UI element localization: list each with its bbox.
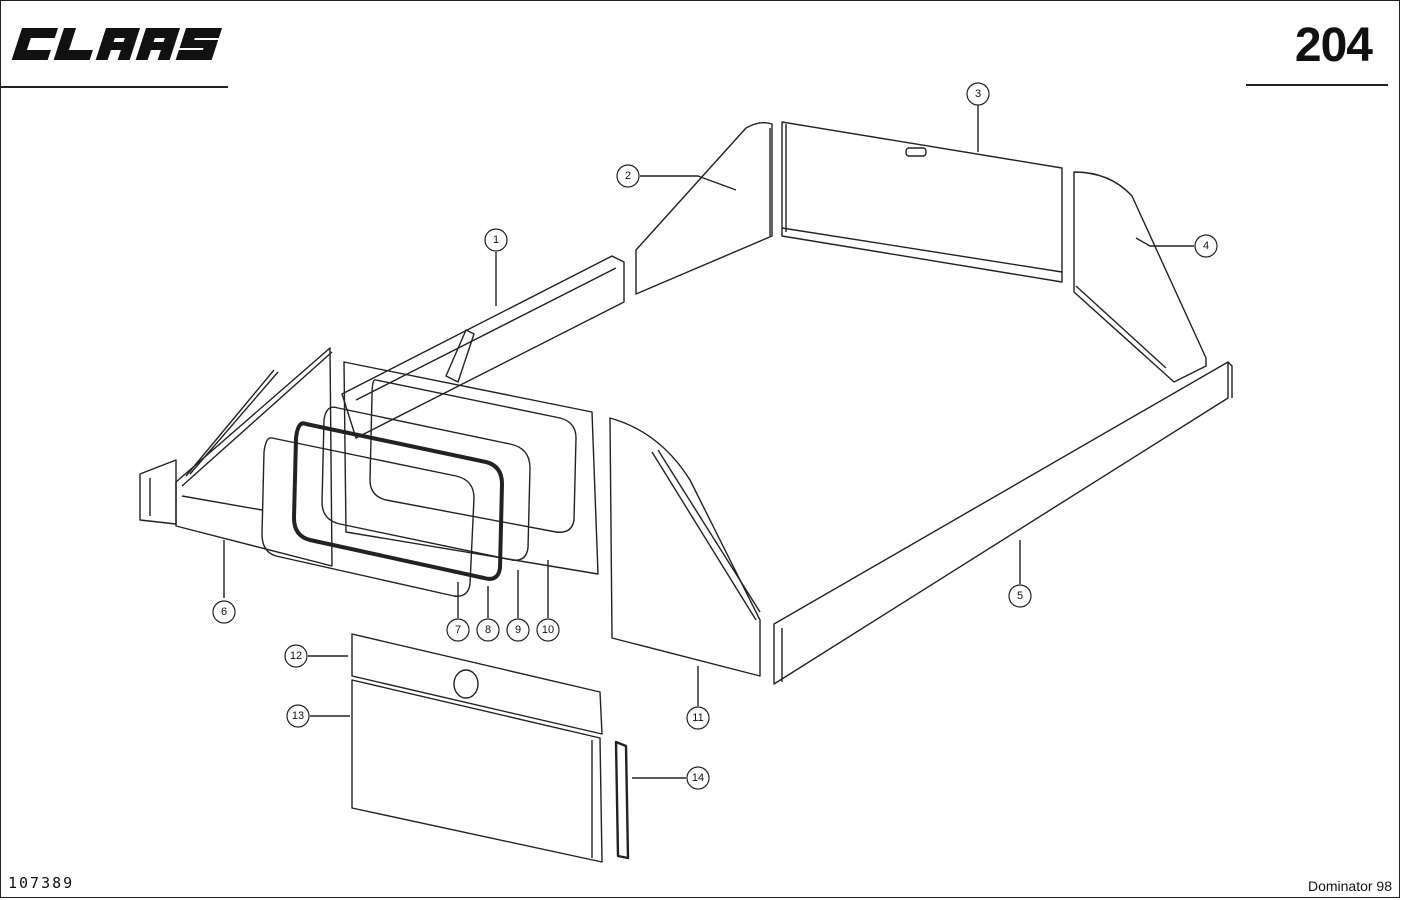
model-name: Dominator 98 xyxy=(1307,878,1392,894)
callout-4 xyxy=(1194,234,1218,258)
callout-6 xyxy=(212,600,236,624)
callout-label: 11 xyxy=(692,712,703,724)
part-13-panel xyxy=(351,679,603,863)
callout-13 xyxy=(286,704,310,728)
callout-8 xyxy=(476,618,500,642)
callout-1 xyxy=(484,228,508,252)
part-12-board xyxy=(351,633,603,735)
callout-label: 2 xyxy=(625,170,631,182)
callout-label: 9 xyxy=(515,624,521,636)
callout-label: 14 xyxy=(692,772,704,784)
part-1-rail xyxy=(341,255,625,439)
callout-11 xyxy=(686,706,710,730)
callout-5 xyxy=(1008,584,1032,608)
part-9-pane xyxy=(321,406,531,561)
callout-10 xyxy=(536,618,560,642)
document-id: 107389 xyxy=(8,874,75,892)
callout-label: 1 xyxy=(493,234,499,246)
callout-label: 5 xyxy=(1017,590,1023,602)
logo-underline xyxy=(0,86,228,88)
part-2-panel xyxy=(635,121,773,295)
callout-3 xyxy=(966,82,990,106)
part-14-strip xyxy=(614,740,630,860)
part-5-board xyxy=(773,361,1233,685)
callout-7 xyxy=(446,618,470,642)
part-3-panel xyxy=(781,121,1063,283)
callout-label: 3 xyxy=(975,88,981,100)
callout-12 xyxy=(284,644,308,668)
part-10-frame xyxy=(343,361,599,575)
part-11-panel xyxy=(609,417,761,677)
callout-label: 6 xyxy=(221,606,227,618)
part-4-panel xyxy=(1073,171,1207,383)
callout-label: 7 xyxy=(455,624,461,636)
part-7-glass xyxy=(261,437,475,597)
callout-9 xyxy=(506,618,530,642)
claas-logo xyxy=(11,28,223,60)
callout-label: 10 xyxy=(542,624,554,636)
callout-label: 13 xyxy=(292,710,304,722)
callout-label: 8 xyxy=(485,624,491,636)
part-6-panel xyxy=(139,347,333,567)
page-number-underline xyxy=(1246,84,1388,86)
part-8-seal xyxy=(292,421,504,581)
callout-14 xyxy=(686,766,710,790)
callout-label: 12 xyxy=(290,650,302,662)
callout-label: 4 xyxy=(1203,240,1209,252)
callout-2 xyxy=(616,164,640,188)
page-number: 204 xyxy=(1294,19,1373,72)
